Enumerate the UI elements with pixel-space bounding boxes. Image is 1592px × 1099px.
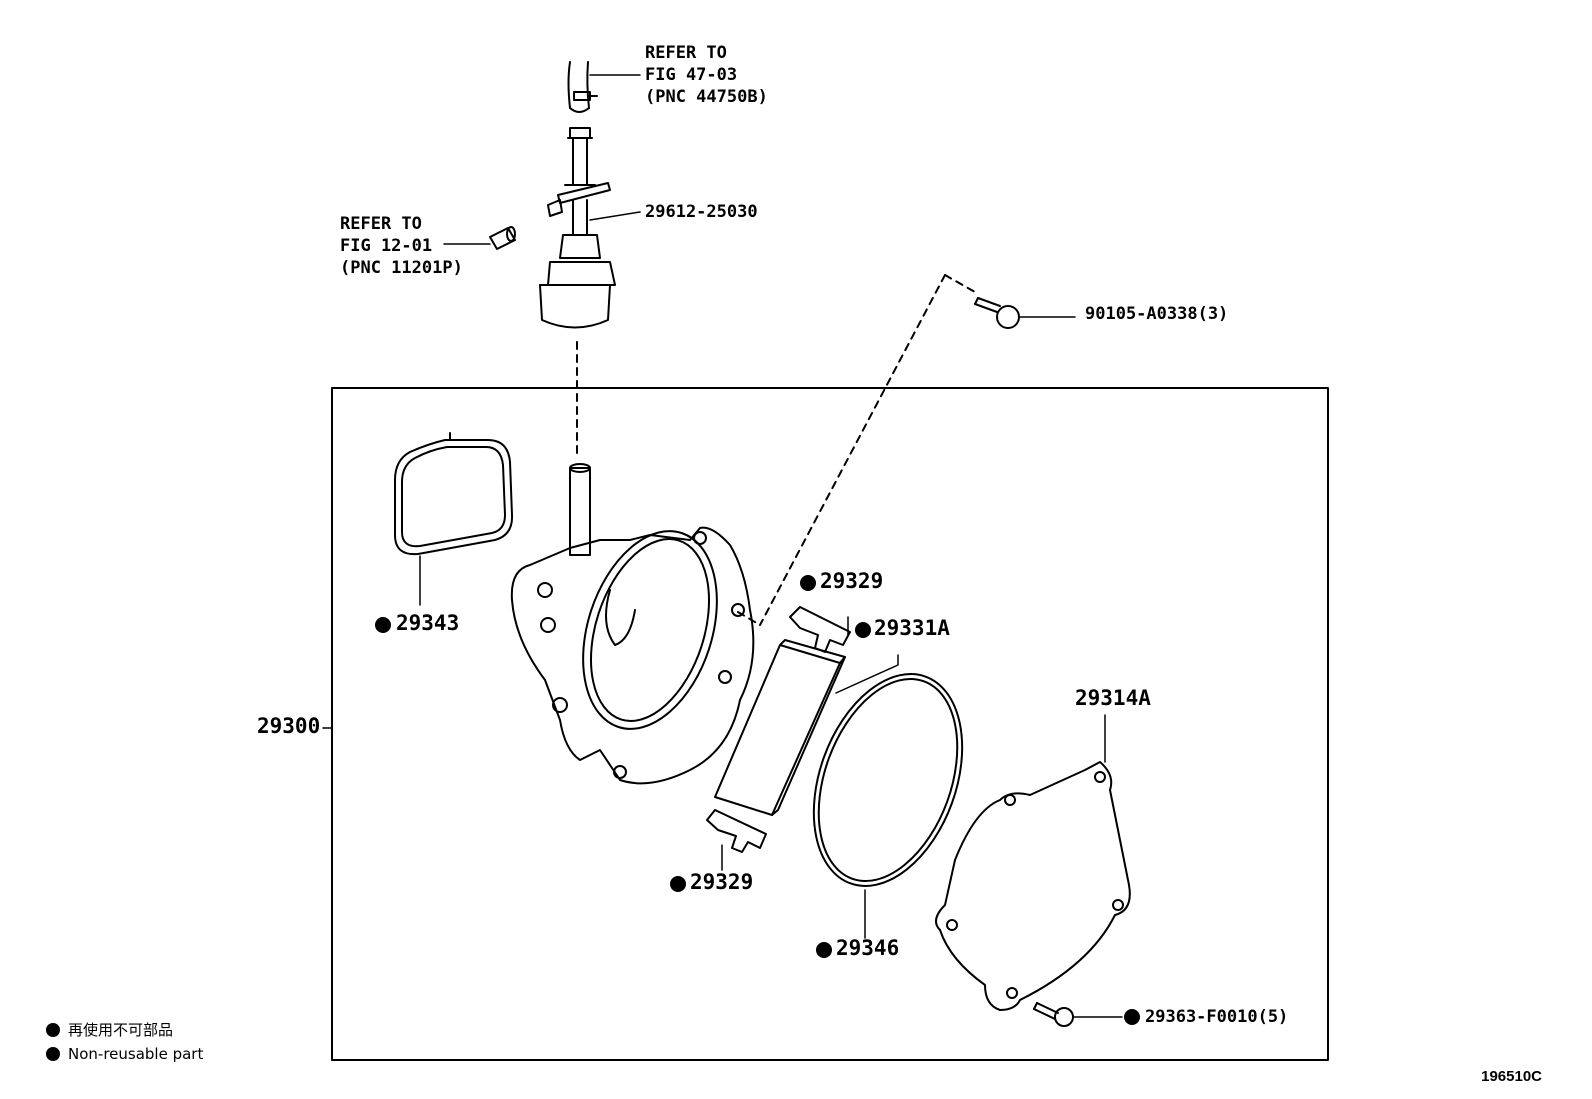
vane-cap-bottom-icon <box>706 809 767 871</box>
legend-english: Non-reusable part <box>46 1042 203 1066</box>
non-reusable-dot-29346 <box>816 942 832 958</box>
refer-fig-12-01-line3: (PNC 11201P) <box>340 258 463 278</box>
figure-code: 196510C <box>1481 1068 1542 1085</box>
refer-fig-47-03-line1: REFER TO <box>645 43 727 63</box>
o-ring-icon <box>812 673 964 939</box>
legend-japanese-text: 再使用不可部品 <box>68 1021 174 1039</box>
hose-icon <box>567 61 641 113</box>
gasket-29343-icon <box>394 432 514 606</box>
cover-screw-icon <box>1033 1002 1123 1027</box>
non-reusable-dot-29363 <box>1124 1009 1140 1025</box>
pump-housing-icon <box>322 463 755 785</box>
part-label-29346: 29346 <box>836 936 900 960</box>
refer-fig-12-01-line2: FIG 12-01 <box>340 236 433 256</box>
non-reusable-dot-29331A <box>855 622 871 638</box>
legend-dot-icon <box>46 1047 60 1061</box>
part-label-29329-top: 29329 <box>820 569 884 593</box>
part-label-29329-bottom: 29329 <box>690 870 754 894</box>
part-label-29612-25030: 29612-25030 <box>645 202 758 222</box>
part-label-90105-a0338: 90105-A0338(3) <box>1085 304 1229 324</box>
legend-japanese: 再使用不可部品 <box>46 1018 173 1042</box>
bolt-icon <box>974 297 1076 329</box>
part-label-29343: 29343 <box>396 611 460 635</box>
assembly-frame <box>331 387 1329 1061</box>
part-label-29300: 29300 <box>257 714 321 738</box>
part-label-29363-f0010: 29363-F0010(5) <box>1145 1007 1289 1027</box>
part-label-29331a: 29331A <box>874 616 950 640</box>
non-reusable-dot-29343 <box>375 617 391 633</box>
part-label-29314a: 29314A <box>1075 686 1151 710</box>
non-reusable-dot-29329-top <box>800 575 816 591</box>
cover-plate-icon <box>935 714 1131 1011</box>
non-reusable-dot-29329-bottom <box>670 876 686 892</box>
refer-fig-47-03-line2: FIG 47-03 <box>645 65 738 85</box>
plug-icon <box>443 226 516 250</box>
vane-icon <box>714 639 899 816</box>
legend-english-text: Non-reusable part <box>68 1045 204 1063</box>
check-valve-icon <box>539 127 641 329</box>
refer-fig-47-03-line3: (PNC 44750B) <box>645 87 768 107</box>
refer-fig-12-01-line1: REFER TO <box>340 214 422 234</box>
legend-dot-icon <box>46 1023 60 1037</box>
vane-cap-top-icon <box>789 606 851 653</box>
